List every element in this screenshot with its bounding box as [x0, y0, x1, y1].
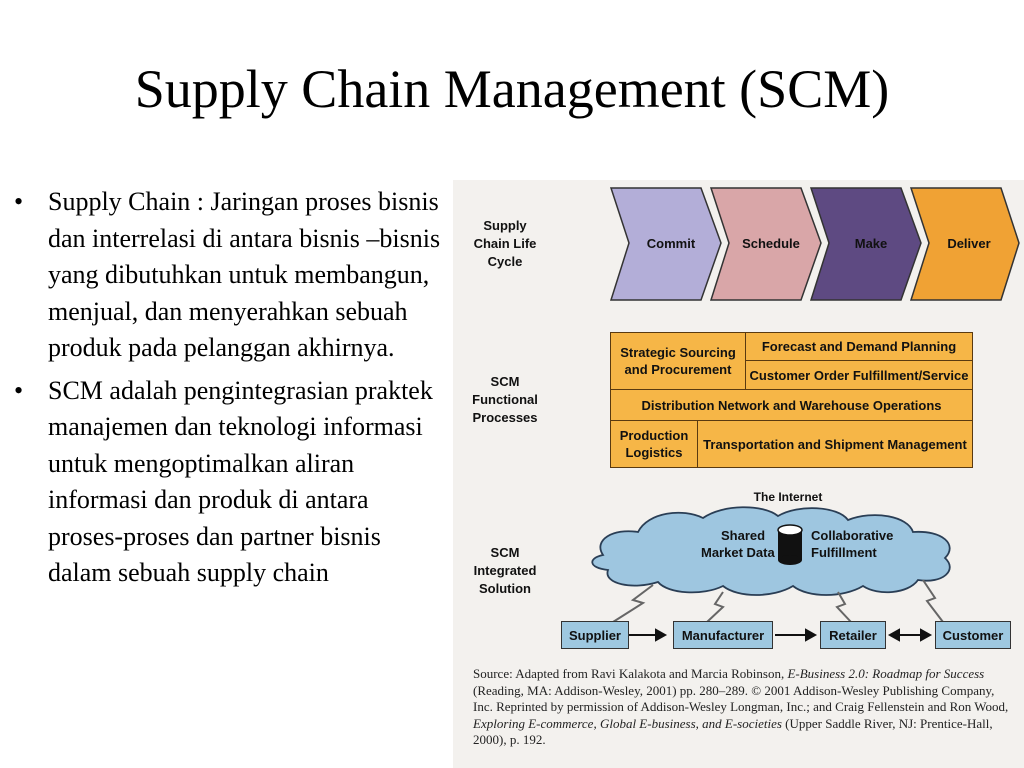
database-icon: [777, 524, 803, 565]
entity-manufacturer: Manufacturer: [673, 621, 773, 649]
bullet-text: SCM adalah pengintegrasian praktek manaj…: [48, 375, 433, 588]
source-prefix: Source: Adapted from Ravi Kalakota and M…: [473, 666, 788, 681]
life-cycle-label: Supply Chain Life Cycle: [473, 218, 537, 269]
entity-supplier-label: Supplier: [568, 627, 621, 643]
source-book1: E-Business 2.0: Roadmap for Success: [787, 666, 985, 681]
process-strategic-sourcing-label: Strategic Sourcing and Procurement: [620, 345, 736, 377]
process-forecast: Forecast and Demand Planning: [745, 332, 973, 361]
process-customer-order: Customer Order Fulfillment/Service: [745, 360, 973, 390]
life-cycle-chevrons: Commit Schedule Make Deliver: [609, 187, 1020, 301]
entity-manufacturer-label: Manufacturer: [681, 627, 765, 643]
bullet-dot: •: [14, 375, 24, 405]
stage-schedule-chevron: Schedule: [709, 187, 822, 301]
process-transportation-label: Transportation and Shipment Management: [703, 436, 967, 452]
process-strategic-sourcing: Strategic Sourcing and Procurement: [610, 332, 746, 390]
scm-diagram-figure: Supply Chain Life Cycle SCM Functional P…: [453, 180, 1024, 768]
bullet-item: • SCM adalah pengintegrasian praktek man…: [8, 373, 448, 592]
stage-schedule-label: Schedule: [742, 236, 800, 251]
bullet-text: Supply Chain : Jaringan proses bisnis da…: [48, 187, 441, 362]
entity-supplier: Supplier: [561, 621, 629, 649]
process-distribution-label: Distribution Network and Warehouse Opera…: [641, 397, 942, 413]
stage-make-chevron: Make: [809, 187, 922, 301]
process-production: Production Logistics: [610, 420, 698, 468]
stage-deliver-label: Deliver: [947, 236, 990, 251]
stage-commit-label: Commit: [647, 236, 696, 251]
process-transportation: Transportation and Shipment Management: [697, 420, 973, 468]
internet-cloud: [591, 506, 951, 596]
bullet-dot: •: [14, 187, 24, 216]
source-mid: (Reading, MA: Addison-Wesley, 2001) pp. …: [473, 682, 1009, 715]
functional-processes-label: SCM Functional Processes: [472, 374, 538, 425]
entity-customer: Customer: [935, 621, 1011, 649]
internet-label: The Internet: [753, 490, 823, 504]
source-citation: Source: Adapted from Ravi Kalakota and M…: [473, 666, 1013, 749]
process-customer-order-label: Customer Order Fulfillment/Service: [749, 367, 969, 383]
stage-commit-chevron: Commit: [609, 187, 722, 301]
integrated-solution-label: SCM Integrated Solution: [473, 545, 537, 596]
source-book2: Exploring E-commerce, Global E-business,…: [473, 715, 782, 731]
flow-arrows: [628, 628, 933, 642]
process-production-label: Production Logistics: [619, 428, 689, 460]
bullet-item: • Supply Chain : Jaringan proses bisnis …: [8, 184, 448, 367]
process-distribution: Distribution Network and Warehouse Opera…: [610, 389, 973, 421]
process-forecast-label: Forecast and Demand Planning: [761, 339, 957, 354]
source-end: (Upper Saddle River, NJ: Prentice-Hall, …: [473, 715, 993, 748]
entity-retailer: Retailer: [820, 621, 886, 649]
bullet-list: • Supply Chain : Jaringan proses bisnis …: [8, 184, 448, 598]
entity-retailer-label: Retailer: [829, 627, 877, 643]
slide-title: Supply Chain Management (SCM): [134, 59, 890, 119]
stage-deliver-chevron: Deliver: [909, 187, 1020, 301]
lightning-bolts: [612, 579, 944, 623]
stage-make-label: Make: [855, 236, 888, 251]
entity-customer-label: Customer: [942, 627, 1004, 643]
